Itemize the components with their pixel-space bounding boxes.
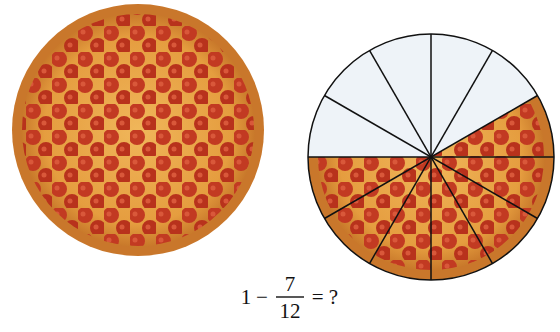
slice-lines [308,34,554,280]
denominator: 12 [280,301,301,322]
minus-sign: − [256,287,268,308]
number: 1 [241,287,252,308]
numerator: 7 [285,274,296,295]
fraction-bar [276,296,304,297]
whole-pizza [10,0,270,260]
sliced-pizza [300,30,560,290]
equals-question: = ? [312,287,338,308]
